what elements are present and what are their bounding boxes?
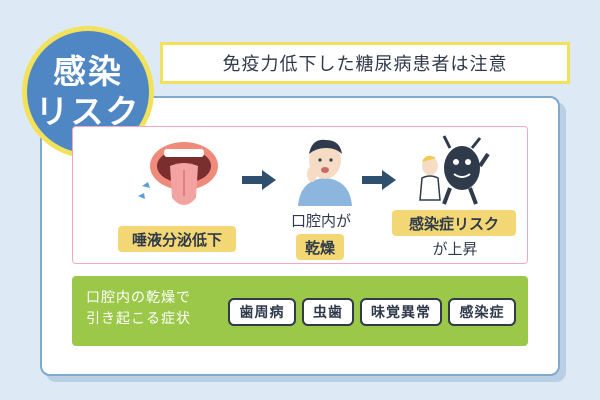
symptoms-label: 口腔内の乾燥で 引き起こる症状 [86, 288, 226, 330]
step2-text: 口腔内が [290, 212, 351, 230]
symptom-tag: 味覚異常 [360, 298, 442, 326]
step3-text: が上昇 [432, 240, 478, 258]
step3-highlight: 感染症リスク [392, 210, 516, 236]
symptom-tag: 感染症 [448, 298, 516, 326]
symptom-tag: 虫歯 [302, 298, 354, 326]
dry-mouth-icon [132, 136, 222, 216]
step2-highlight-text: 乾燥 [304, 238, 335, 257]
step2-highlight: 乾燥 [296, 234, 344, 260]
symptoms-label-line1: 口腔内の乾燥で [86, 290, 191, 306]
germ-monster-icon [410, 134, 490, 206]
badge-line2: リスク [35, 92, 141, 131]
step3-highlight-text: 感染症リスク [408, 214, 499, 233]
step1-highlight-text: 唾液分泌低下 [131, 230, 222, 249]
subtitle-box: 免疫力低下した糖尿病患者は注意 [160, 42, 570, 84]
badge-line1: 感染 [53, 52, 123, 91]
arrow-right-icon [362, 170, 396, 190]
arrow-right-icon [242, 170, 276, 190]
symptom-tag: 歯周病 [228, 298, 296, 326]
symptoms-label-line2: 引き起こる症状 [86, 311, 191, 327]
person-icon [290, 134, 360, 206]
subtitle-text: 免疫力低下した糖尿病患者は注意 [222, 54, 508, 75]
step1-highlight: 唾液分泌低下 [118, 226, 236, 252]
